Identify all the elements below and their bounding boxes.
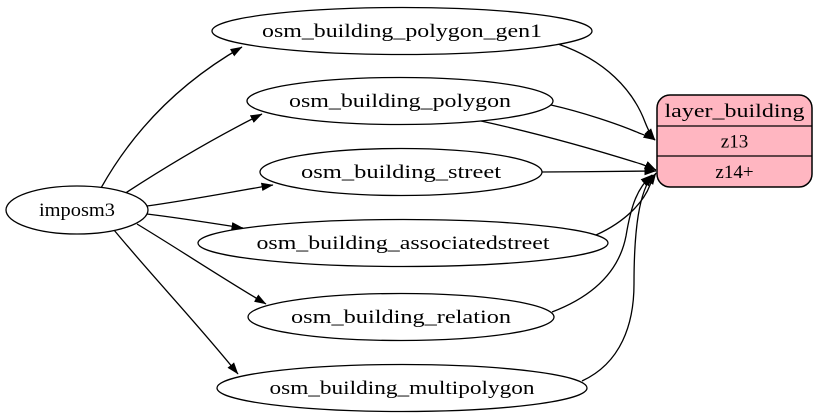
edge-street-to-z14 bbox=[541, 166, 657, 176]
node-imposm3-shape bbox=[5, 185, 149, 235]
record-row-z13-label: z13 bbox=[721, 132, 748, 153]
node-osm-building-street: osm_building_street bbox=[259, 147, 543, 197]
record-row-z14-label: z14+ bbox=[715, 162, 753, 183]
node-osm-building-associatedstreet-label: osm_building_associatedstreet bbox=[257, 233, 551, 254]
edge-relation-to-z14 bbox=[551, 174, 653, 313]
edge-imposm3-to-associatedstreet bbox=[146, 213, 244, 231]
node-osm-building-polygon-gen1: osm_building_polygon_gen1 bbox=[211, 6, 593, 56]
edge-associatedstreet-to-z14 bbox=[595, 172, 657, 236]
edge-imposm3-to-polygon bbox=[123, 113, 263, 195]
edges-source-to-tables bbox=[100, 46, 274, 375]
node-osm-building-polygon-gen1-shape bbox=[211, 6, 593, 56]
edges-tables-to-layer bbox=[480, 43, 657, 382]
node-osm-building-multipolygon-shape bbox=[216, 363, 588, 413]
node-layer-building-title: layer_building bbox=[665, 101, 806, 122]
edge-multipolygon-to-z14 bbox=[581, 174, 654, 382]
node-osm-building-associatedstreet-shape bbox=[197, 218, 609, 268]
node-osm-building-multipolygon: osm_building_multipolygon bbox=[216, 363, 588, 413]
node-imposm3-label: imposm3 bbox=[39, 200, 115, 221]
node-layer-building-shape bbox=[656, 94, 813, 188]
node-osm-building-street-label: osm_building_street bbox=[301, 162, 502, 183]
edge-imposm3-to-relation bbox=[136, 223, 267, 305]
node-osm-building-polygon-shape bbox=[246, 76, 554, 126]
node-osm-building-polygon-label: osm_building_polygon bbox=[289, 91, 512, 112]
node-osm-building-street-shape bbox=[259, 147, 543, 197]
node-layer-building: layer_building z13 z14+ bbox=[656, 94, 813, 188]
node-imposm3: imposm3 bbox=[5, 185, 149, 235]
node-osm-building-multipolygon-label: osm_building_multipolygon bbox=[270, 378, 536, 399]
node-osm-building-relation-shape bbox=[247, 292, 555, 342]
node-osm-building-polygon: osm_building_polygon bbox=[246, 76, 554, 126]
edge-polygon-gen1-to-z13 bbox=[557, 43, 656, 141]
edge-polygon-to-z13 bbox=[550, 104, 656, 141]
node-osm-building-polygon-gen1-label: osm_building_polygon_gen1 bbox=[262, 21, 542, 42]
node-osm-building-associatedstreet: osm_building_associatedstreet bbox=[197, 218, 609, 268]
edge-imposm3-to-street bbox=[146, 182, 274, 207]
edge-imposm3-to-polygon-gen1 bbox=[100, 46, 243, 189]
node-osm-building-relation: osm_building_relation bbox=[247, 292, 555, 342]
node-osm-building-relation-label: osm_building_relation bbox=[291, 307, 512, 328]
edge-imposm3-to-multipolygon bbox=[113, 229, 239, 375]
